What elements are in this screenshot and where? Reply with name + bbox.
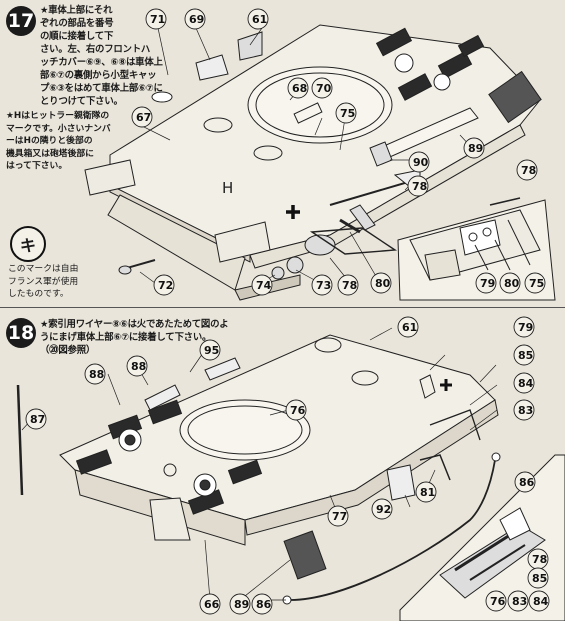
step-18-hull-drawing [16, 327, 501, 605]
step-18-inset [399, 454, 565, 621]
part-label: 83 [518, 404, 533, 417]
part-label: 78 [521, 164, 536, 177]
part-label: 81 [420, 486, 435, 499]
step-17-h-note: ★Hはヒットラー親衛隊の マークです。小さいナンバ ーはHの隣りと後部の 機具箱… [6, 111, 111, 171]
part-label: 79 [480, 277, 495, 290]
part-label: 70 [316, 82, 332, 95]
part-label: 67 [136, 111, 151, 124]
part-label: 89 [468, 142, 483, 155]
part-label: 61 [402, 321, 417, 334]
part-label: 69 [189, 13, 204, 26]
part-label: 80 [375, 277, 391, 290]
part-label: 88 [89, 368, 104, 381]
hull-h-mark: H [222, 179, 233, 197]
part-label: 68 [292, 82, 307, 95]
part-label: 84 [533, 595, 549, 608]
part-label: 77 [332, 510, 347, 523]
part-label: 92 [376, 503, 391, 516]
step-18-number: 18 [6, 318, 36, 348]
step-18-callouts: 61 79 95 85 84 88 88 87 76 83 92 81 77 8… [25, 316, 550, 615]
part-label: 66 [204, 598, 220, 611]
part-label: 85 [532, 572, 547, 585]
part-label: 75 [529, 277, 544, 290]
part-label: 86 [519, 476, 535, 489]
part-label: 85 [518, 349, 533, 362]
step-18-instructions: ★索引用ワイヤー⑧⑥は火であたためて図のよ うにまげ車体上部⑥⑦に接着して下さい… [40, 319, 229, 356]
part-label: 90 [413, 156, 429, 169]
part-label: 80 [504, 277, 520, 290]
step-divider [0, 307, 565, 308]
part-label: 79 [518, 321, 533, 334]
step-17-instructions: ★車体上部にそれ ぞれの部品を番号 の順に接着して下 さい。左、右のフロントハ … [40, 5, 163, 107]
part-label: 76 [490, 595, 506, 608]
part-label: 71 [150, 13, 165, 26]
part-label: 74 [256, 279, 272, 292]
free-french-symbol: キ [19, 236, 36, 255]
part-label: 84 [518, 377, 534, 390]
part-label: 76 [290, 404, 306, 417]
part-label: 78 [412, 180, 427, 193]
step-17-ff-note: このマークは自由 フランス軍が使用 したものです。 [8, 264, 79, 299]
free-french-mark-icon: キ [10, 226, 46, 262]
step-17-callouts: 71 69 61 68 70 75 67 90 89 78 72 74 73 7… [131, 8, 546, 296]
part-label: 95 [204, 344, 219, 357]
part-label: 89 [234, 598, 249, 611]
part-label: 86 [256, 598, 272, 611]
part-label: 61 [252, 13, 267, 26]
part-label: 75 [340, 107, 355, 120]
part-label: 88 [131, 360, 146, 373]
part-label: 78 [532, 553, 547, 566]
part-label: 73 [316, 279, 331, 292]
part-label: 87 [30, 413, 45, 426]
part-label: 83 [512, 595, 527, 608]
step-17-hull-drawing: H [84, 24, 542, 301]
step-17-number: 17 [6, 6, 36, 36]
part-label: 72 [158, 279, 173, 292]
part-label: 78 [342, 279, 357, 292]
